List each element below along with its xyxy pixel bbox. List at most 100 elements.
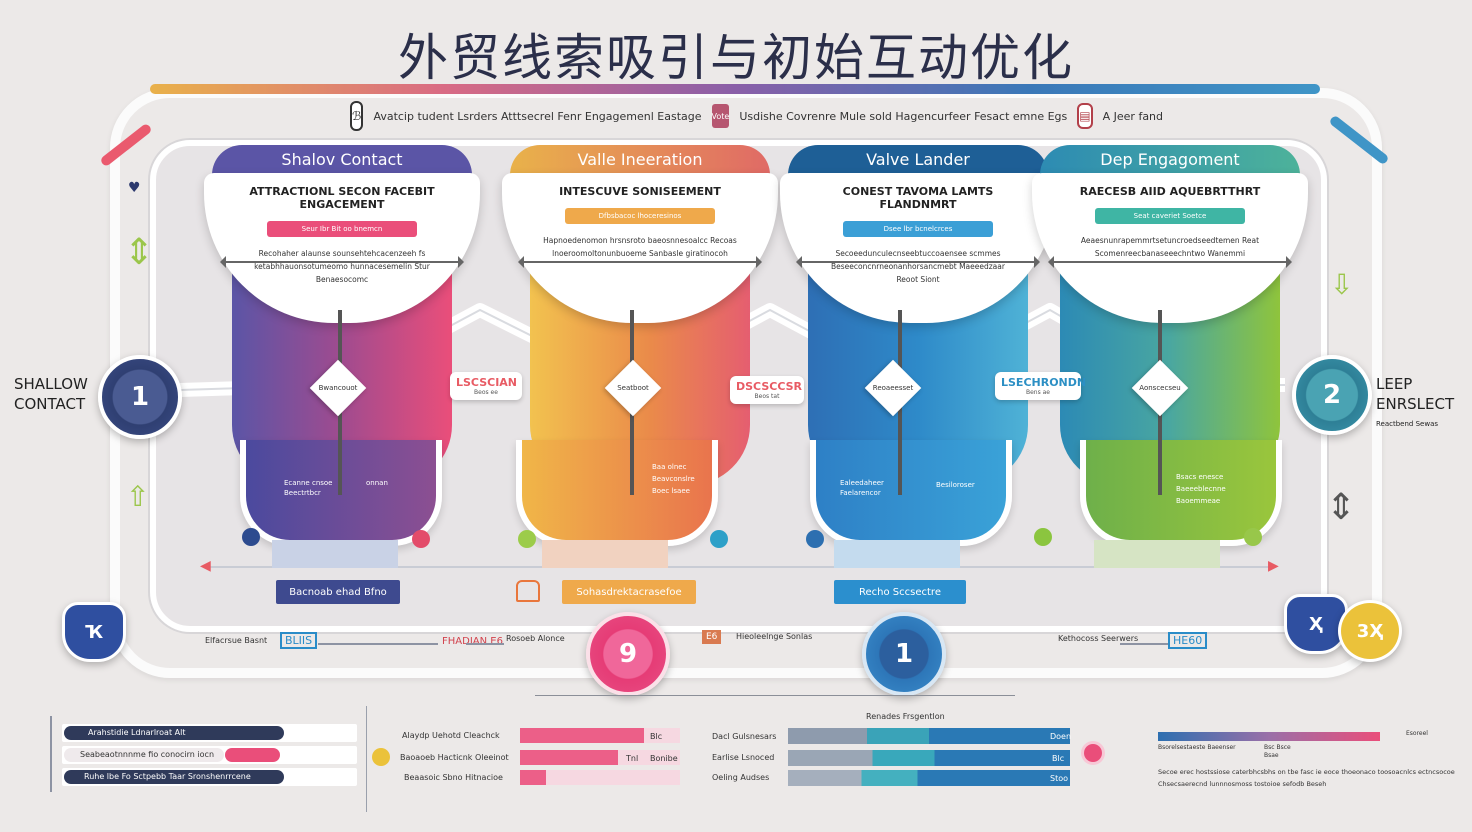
far-right-line: Chsecsaerecnd lunnnosmoss tostoioe sefod… [1158, 780, 1327, 788]
bottom-number-circle[interactable]: 1 [862, 612, 946, 696]
gradient-bar [1158, 732, 1380, 741]
far-right-line: Secoe erec hostssiose caterbhcsbhs on tb… [1158, 768, 1455, 776]
corner-badge[interactable]: 3Ҳ [1338, 600, 1402, 662]
right-stage-label: LEEP ENRSLECT Reactbend Sewas [1376, 374, 1454, 434]
right-label-sub: Reactbend Sewas [1376, 420, 1439, 428]
toolbar: ℬ Avatcip tudent Lsrders Atttsecrel Fenr… [350, 98, 1163, 134]
heatbar [788, 770, 1070, 786]
right-label-line: ENRSLECT [1376, 395, 1455, 413]
tag-text: DSCSCCSR [736, 380, 802, 393]
marker-icon [1034, 528, 1052, 546]
far-right-caption: Bsorelsestaeste Baeenser [1158, 744, 1236, 751]
funnel-label: Baoemmeae [1176, 497, 1221, 505]
double-arrow-icon [220, 256, 464, 268]
legend-text: Ruhe lbe Fo Sctpebb Taar Sronshenrrcene [84, 772, 251, 781]
milestone-label: Aonscecseu [1139, 384, 1181, 392]
dot-icon [1084, 744, 1102, 762]
right-bars-caption: Renades Frsgentlon [866, 712, 945, 721]
stage-number-circle[interactable]: 2 [1292, 355, 1372, 435]
stage-subtitle: ATTRACTIONL SECON FACEBIT ENGACEMENT [249, 185, 435, 211]
tag-text: LSCSCIAN [456, 376, 518, 389]
stage-button[interactable]: Recho Sccsectre [834, 580, 966, 604]
bottom-number-circle[interactable]: 9 [586, 612, 670, 696]
funnel-label: Beectrtbcr [284, 489, 321, 497]
bar-fill [520, 770, 546, 785]
stage-tag[interactable]: LSCSCIAN Beos ee [450, 372, 522, 400]
marker-icon [412, 530, 430, 548]
funnel-label: Ecanne cnsoe [284, 479, 333, 487]
legend-progress [225, 748, 280, 762]
funnel-label: onnan [366, 479, 388, 487]
stage-bar: Dfbsbacoc lhoceresinos [565, 208, 715, 224]
arrow-right-icon: ▶ [1268, 558, 1279, 574]
double-arrow-icon [796, 256, 1040, 268]
page-title: 外贸线索吸引与初始互动优化 [398, 29, 1074, 87]
milestone-label: Seatboot [617, 384, 649, 392]
section-divider [535, 695, 1015, 696]
far-right-note: Esoreel [1406, 730, 1428, 737]
marker-icon [1244, 528, 1262, 546]
bar-value: Stoo [1050, 774, 1069, 783]
stage-description: Recohaher alaunse sounsehtehcacenzeeh fs… [254, 249, 430, 284]
bottom-arrow-line [318, 643, 438, 645]
legend-progress [64, 770, 284, 784]
left-label-line: CONTACT [14, 395, 86, 413]
legend-progress [64, 726, 284, 740]
far-right-small: Bsae [1264, 752, 1279, 759]
funnel: Baa olnec Beavconslre Boec lsaee [516, 440, 718, 546]
bottom-arrow-line [1120, 643, 1168, 645]
funnel-label: Faelarencor [840, 489, 881, 497]
stage-subtitle: CONEST TAVOMA LAMTS FLANDNMRT [842, 185, 994, 211]
funnel-label: Baeeeblecnne [1176, 485, 1226, 493]
stage-card[interactable]: Valve Lander CONEST TAVOMA LAMTS FLANDNM… [780, 145, 1056, 525]
bottom-badge: HE60 [1168, 632, 1208, 649]
milestone-label: Reoaeesset [872, 384, 914, 392]
legend-progress [64, 748, 224, 762]
legend-text: Arahstidie Ldnarlroat Alt [88, 728, 186, 737]
funnel-label: Baa olnec [652, 463, 687, 471]
bar-fill [520, 728, 644, 743]
bottom-badge: BLIIS [280, 632, 318, 649]
column-shade [834, 540, 960, 568]
funnel-label: Besiloroser [936, 481, 975, 489]
stage-card[interactable]: Valle Ineeration INTESCUVE SONISEEMENT D… [502, 145, 778, 525]
bar-label: Oeling Audses [712, 773, 770, 782]
chat-icon [516, 580, 540, 602]
stage-number-circle[interactable]: 1 [98, 355, 182, 439]
stage-tag[interactable]: LSECHRONDN Bens ae [995, 372, 1086, 400]
bottom-text: Kethocoss Seerwers [1058, 634, 1139, 643]
funnel-label: Ealeedaheer [840, 479, 884, 487]
funnel: Ealeedaheer Faelarencor Besiloroser [810, 440, 1012, 546]
bar-value: Blc [1052, 754, 1065, 763]
column-shade [272, 540, 398, 568]
vertical-divider [366, 706, 367, 812]
double-arrow-icon [518, 256, 762, 268]
toolbar-badge[interactable]: Vote [711, 104, 730, 128]
book-icon[interactable]: ℬ [350, 101, 364, 131]
stage-bar: Seat caveriet Soetce [1095, 208, 1245, 224]
document-icon[interactable]: ▤ [1077, 103, 1093, 129]
bottom-text: Rosoeb Alonce [506, 634, 565, 643]
funnel-label: Bsacs enesce [1176, 473, 1224, 481]
bottom-text: Elfacrsue Basnt [205, 636, 268, 645]
stage-button[interactable]: Sohasdrektacrasefoe [562, 580, 696, 604]
column-shade [1094, 540, 1220, 568]
bar-label: Alaydp Uehotd Cleachck [402, 731, 500, 740]
stage-subtitle: RAECESB AIID AQUEBRTTHRT [1079, 185, 1261, 198]
tag-sub: Beos ee [474, 389, 498, 396]
toolbar-right-text: A Jeer fand [1102, 109, 1164, 123]
legend-text: Seabeaotnnnme fio conocirn iocn [80, 750, 215, 759]
corner-badge[interactable]: Ҡ [62, 602, 126, 662]
stage-description: Aeaesnunrapemmrtsetuncroedseedtemen Reat… [1080, 236, 1260, 258]
bottom-badge: E6 [702, 630, 722, 644]
right-label-line: LEEP [1376, 375, 1413, 393]
stage-button[interactable]: Bacnoab ehad Bfno [276, 580, 400, 604]
arrow-left-icon: ◀ [200, 558, 211, 574]
far-right-small: Bsc Bsce [1264, 744, 1291, 751]
stage-card[interactable]: Dep Engagoment RAECESB AIID AQUEBRTTHRT … [1032, 145, 1308, 525]
stage-card[interactable]: Shalov Contact ATTRACTIONL SECON FACEBIT… [204, 145, 480, 525]
bottom-text: FHADIAN E6 [442, 636, 503, 647]
stage-tag[interactable]: DSCSCCSR Beos tat [730, 376, 804, 404]
bar-label: Earlise Lsnoced [712, 753, 775, 762]
heatbar [788, 728, 1070, 744]
